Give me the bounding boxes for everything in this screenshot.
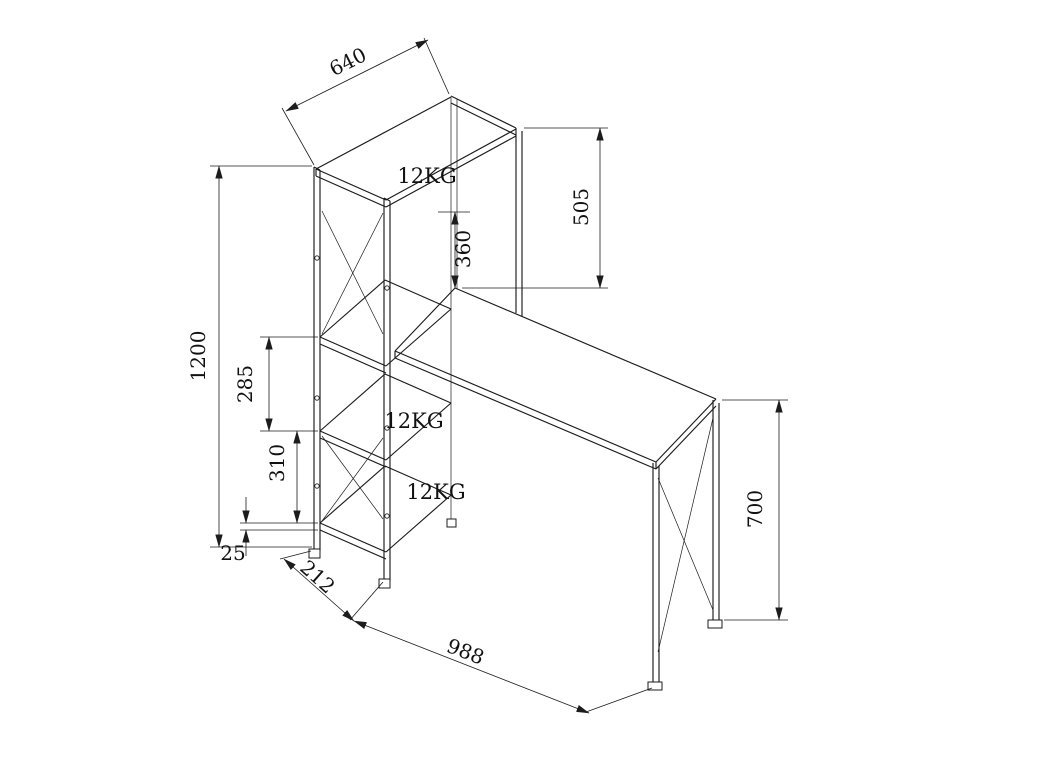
tower-cross-braces (321, 210, 384, 522)
shelf-middle (319, 373, 452, 468)
dimension-label-310: 310 (265, 444, 289, 482)
hutch-right-post (515, 128, 523, 316)
top-shelf-panel (315, 96, 517, 208)
load-label-middle-shelf: 12KG (384, 409, 443, 433)
bolt-icon (314, 483, 320, 489)
bolt-icon (384, 285, 390, 291)
dimension-line (353, 620, 590, 714)
dimension-285: 285 (233, 336, 318, 432)
dimension-label-25: 25 (220, 541, 245, 565)
dimension-25: 25 (220, 497, 318, 565)
hutch-top-rail (450, 95, 517, 136)
dimension-label-640: 640 (325, 42, 370, 81)
load-capacity-labels: 12KG 12KG 12KG (384, 164, 465, 504)
extension-lines (240, 522, 318, 531)
tower-right-post (383, 197, 391, 581)
dimension-label-988: 988 (443, 633, 487, 669)
desk-front-leg (652, 463, 660, 682)
dimension-label-1200: 1200 (186, 331, 210, 382)
bolt-icon (384, 425, 390, 431)
load-label-top-shelf: 12KG (397, 164, 456, 188)
tower-top-rail (315, 168, 387, 208)
dimension-label-700: 700 (743, 490, 767, 528)
dimension-988: 988 (353, 620, 653, 714)
hutch-frame (315, 95, 523, 316)
tower-foot (308, 548, 321, 559)
tower-frame (308, 97, 457, 589)
tower-left-post (313, 166, 321, 551)
bolt-icon (314, 395, 320, 401)
desk-foot (647, 681, 663, 691)
desk-cross-braces (657, 417, 714, 653)
desk-foot (707, 619, 723, 629)
shelf-bottom (319, 465, 452, 560)
tower-foot (378, 578, 391, 589)
dimension-700: 700 (722, 399, 788, 621)
shelf-upper (319, 279, 452, 374)
dimension-310: 310 (265, 430, 301, 524)
desktop-panel (394, 287, 717, 470)
dimension-label-212: 212 (295, 555, 340, 598)
extension-lines (462, 127, 608, 289)
desk-back-leg (712, 400, 720, 620)
dimension-label-285: 285 (233, 365, 257, 403)
dimension-360: 360 (438, 211, 475, 289)
dimension-label-360: 360 (451, 230, 475, 268)
desk-frame (394, 287, 723, 691)
dimension-640: 640 (281, 37, 450, 166)
bolt-icon (314, 255, 320, 261)
dimension-line (283, 558, 355, 622)
extension-lines (210, 165, 312, 548)
dimension-212: 212 (279, 550, 384, 622)
extension-lines (279, 550, 384, 621)
dimension-label-505: 505 (569, 188, 593, 226)
extension-lines (585, 687, 653, 713)
dimension-1200: 1200 (186, 165, 312, 548)
tower-foot (446, 518, 457, 528)
dimension-505: 505 (462, 127, 608, 289)
bolt-icon (384, 513, 390, 519)
dimension-line (285, 39, 429, 112)
load-label-bottom-shelf: 12KG (406, 480, 465, 504)
